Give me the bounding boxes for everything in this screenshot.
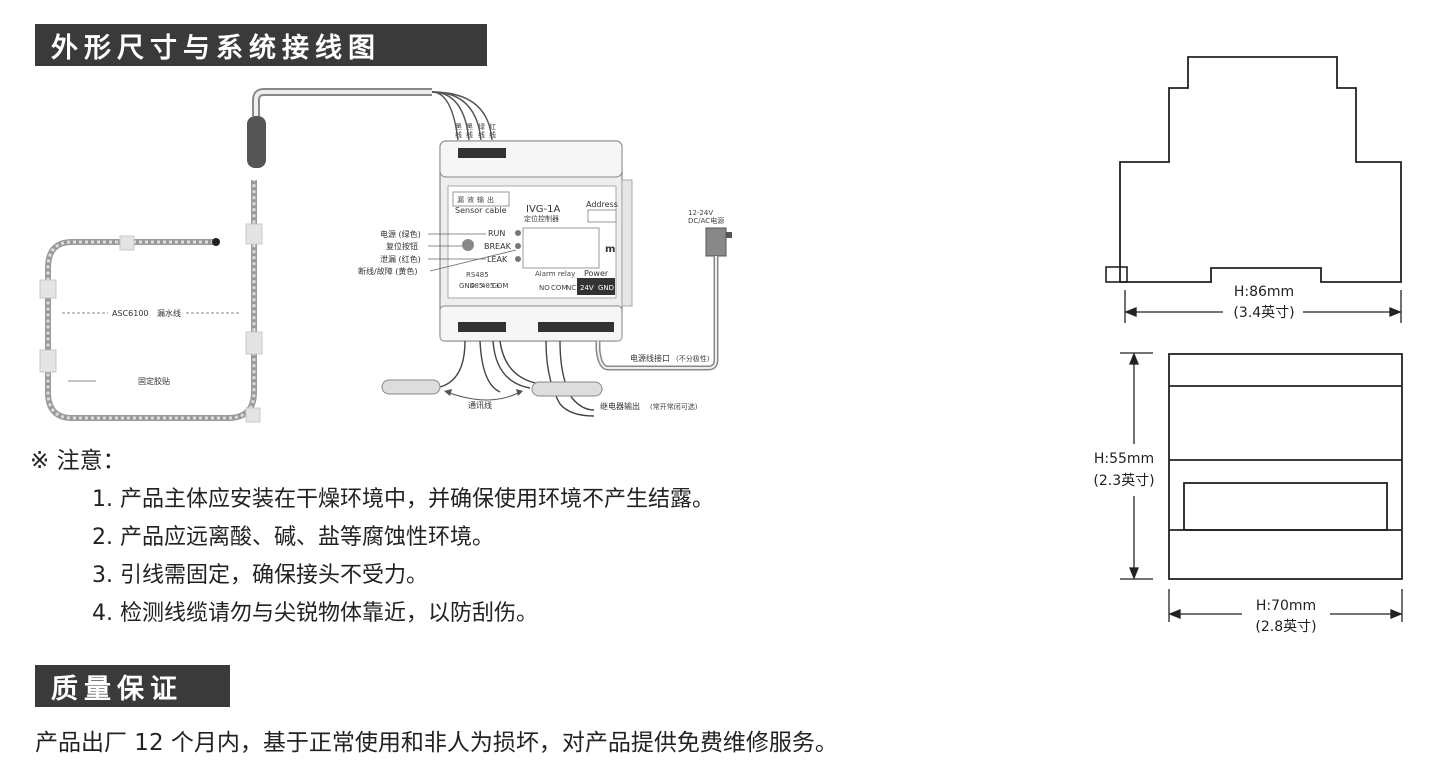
width-label-in: (3.4英寸) — [1233, 304, 1294, 321]
relay-out-label: 继电器输出 — [600, 401, 640, 411]
notes-title: ※ 注意： — [30, 448, 126, 474]
leak-led — [515, 256, 521, 262]
width-label: H:86mm — [1234, 284, 1294, 300]
svg-text:液: 液 — [467, 195, 474, 204]
section-title-text: 外形尺寸与系统接线图 — [51, 32, 381, 64]
lead-cable — [252, 88, 432, 116]
fixing-tape — [245, 223, 263, 245]
communication-cable — [381, 340, 541, 401]
svg-text:断线/故障 (黄色): 断线/故障 (黄色) — [358, 266, 417, 276]
svg-text:漏: 漏 — [457, 195, 464, 204]
controller-device: 漏 液 输 出 Sensor cable IVG-1A 定位控制器 Addres… — [439, 140, 633, 342]
svg-text:线: 线 — [466, 130, 473, 139]
svg-text:12-24V: 12-24V — [688, 209, 713, 217]
svg-text:COM: COM — [551, 284, 567, 292]
svg-text:绿: 绿 — [478, 122, 485, 131]
svg-text:线: 线 — [489, 130, 496, 139]
lead-wires — [431, 91, 493, 141]
fixing-tape — [245, 331, 263, 355]
svg-text:COM: COM — [492, 282, 508, 290]
relay-output-cable — [531, 340, 603, 417]
address-box — [587, 209, 617, 223]
break-label: BREAK — [484, 242, 512, 251]
note-item: 1. 产品主体应安装在干燥环境中，并确保使用环境不产生结露。 — [92, 487, 714, 512]
cable-name-label: 漏水线 — [157, 308, 181, 318]
power-terminal — [577, 278, 615, 295]
cable-connector — [247, 116, 266, 168]
svg-text:黑: 黑 — [455, 123, 462, 131]
warranty-text: 产品出厂 12 个月内，基于正常使用和非人为损坏，对产品提供免费维修服务。 — [35, 730, 838, 756]
power-port-note: (不分极性) — [676, 354, 710, 363]
svg-text:线: 线 — [455, 130, 462, 139]
svg-text:红: 红 — [489, 122, 496, 131]
fixing-tape — [245, 407, 261, 423]
side-view-outline — [1105, 56, 1402, 283]
height-dimension — [1120, 352, 1153, 580]
leak-label: LEAK — [487, 255, 508, 264]
sensor-cable-tag — [452, 191, 510, 207]
svg-text:DC/AC电源: DC/AC电源 — [688, 216, 724, 225]
fixing-tape-label: 固定胶贴 — [138, 376, 170, 386]
width-dimension — [1124, 290, 1402, 323]
section-title-text: 质量保证 — [51, 673, 183, 705]
model-label: IVG-1A — [526, 204, 561, 215]
reset-button[interactable] — [462, 239, 474, 251]
depth-label-in: (2.8英寸) — [1255, 618, 1316, 635]
height-label: H:55mm — [1094, 451, 1154, 467]
svg-text:24V: 24V — [580, 284, 594, 292]
front-view-outline — [1168, 353, 1403, 580]
svg-text:NO: NO — [539, 284, 550, 292]
rs485-label: RS485 — [466, 271, 489, 279]
wire-color-labels: 黑 黑 绿 红 线 线 线 线 — [455, 122, 496, 139]
comm-line-label: 通讯线 — [468, 400, 492, 410]
sensor-cable-label: Sensor cable — [455, 206, 507, 215]
svg-text:泄漏 (红色): 泄漏 (红色) — [380, 254, 421, 264]
svg-text:485+: 485+ — [481, 282, 500, 290]
relay-out-note: (常开常闭可选) — [650, 402, 698, 411]
svg-text:复位按钮: 复位按钮 — [386, 241, 418, 251]
fixing-tape — [39, 349, 57, 373]
power-label: Power — [584, 269, 609, 278]
note-item: 2. 产品应远离酸、碱、盐等腐蚀性环境。 — [92, 525, 494, 550]
bottom-terminal-block-left — [458, 322, 506, 332]
run-led — [515, 230, 521, 236]
svg-text:黑: 黑 — [466, 123, 473, 131]
fixing-tape — [39, 279, 57, 299]
svg-text:GND: GND — [598, 284, 614, 292]
height-label-in: (2.3英寸) — [1093, 472, 1154, 489]
depth-dimension — [1168, 589, 1403, 622]
top-terminal-block — [458, 148, 506, 158]
fixing-tape — [119, 235, 135, 251]
bottom-terminal-block-right — [538, 322, 614, 332]
svg-text:NC: NC — [566, 284, 576, 292]
depth-label: H:70mm — [1256, 598, 1316, 614]
break-led — [515, 243, 521, 249]
fixing-tape-group — [39, 223, 263, 423]
section-title-quality: 质量保证 — [35, 665, 230, 707]
svg-text:输: 输 — [477, 195, 484, 204]
alarm-relay-label: Alarm relay — [535, 270, 575, 278]
indicator-callouts: 电源 (绿色) 复位按钮 泄漏 (红色) 断线/故障 (黄色) — [358, 229, 517, 276]
run-label: RUN — [488, 229, 505, 238]
svg-text:GND: GND — [459, 282, 475, 290]
model-sub-label: 定位控制器 — [524, 214, 559, 223]
note-item: 4. 检测线缆请勿与尖锐物体靠近，以防刮伤。 — [92, 601, 538, 626]
display-unit: m — [605, 244, 615, 255]
address-label: Address — [586, 200, 618, 209]
svg-text:485-: 485- — [470, 282, 486, 290]
power-port-label: 电源线接口 — [630, 353, 670, 363]
section-title-dimensions: 外形尺寸与系统接线图 — [35, 24, 487, 66]
svg-text:线: 线 — [478, 130, 485, 139]
cable-end-terminator — [212, 238, 220, 246]
power-adapter: 12-24V DC/AC电源 — [595, 209, 732, 371]
display-window — [522, 227, 600, 269]
cable-model-label: ASC6100 — [112, 309, 149, 318]
svg-text:电源 (绿色): 电源 (绿色) — [380, 229, 421, 239]
svg-text:出: 出 — [487, 195, 494, 204]
note-item: 3. 引线需固定，确保接头不受力。 — [92, 563, 428, 588]
